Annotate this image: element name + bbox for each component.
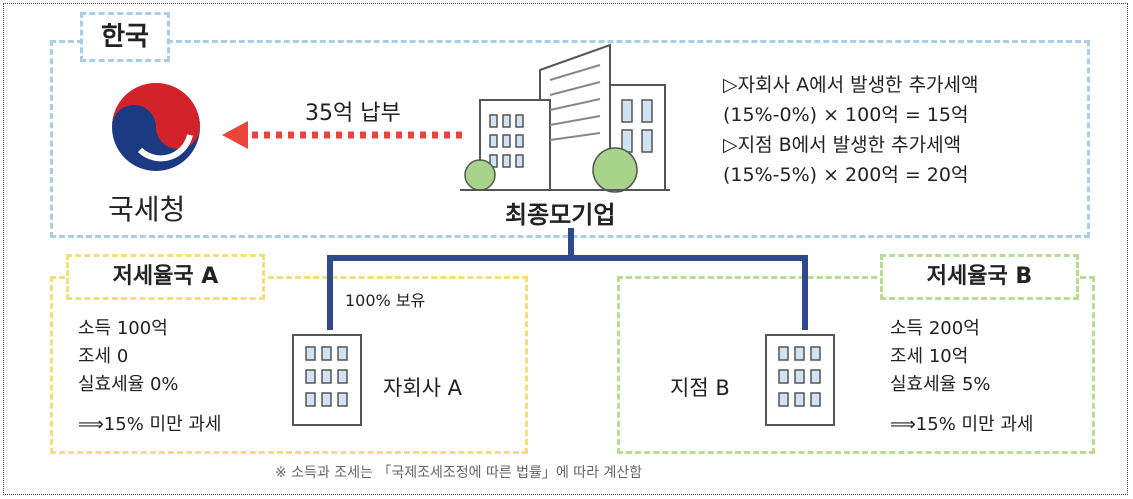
outer-frame xyxy=(3,3,1128,495)
payment-arrow xyxy=(222,121,462,149)
zone-a-stats: 소득 100억 조세 0 실효세율 0% xyxy=(78,315,179,399)
parent-company-label: 최종모기업 xyxy=(505,201,616,229)
ownership-label: 100% 보유 xyxy=(345,291,426,310)
zone-b-tax: 조세 10억 xyxy=(890,346,969,367)
zone-b xyxy=(617,276,1095,454)
zone-b-effective-rate: 실효세율 5% xyxy=(890,374,991,395)
footnote: ※ 소득과 조세는 「국제조세조정에 따른 법률」에 따라 계산함 xyxy=(275,465,643,481)
ownership-connector xyxy=(327,228,808,330)
subsidiary-a-label: 자회사 A xyxy=(383,376,463,400)
branch-building-icon xyxy=(765,334,835,426)
zone-b-income: 소득 200억 xyxy=(890,318,980,339)
korea-label: 한국 xyxy=(80,12,170,62)
calc-line-1: ▷자회사 A에서 발생한 추가세액 xyxy=(723,74,979,96)
zone-b-result: ⟹15% 미만 과세 xyxy=(890,414,1034,435)
zone-a xyxy=(50,276,528,454)
zone-a-income: 소득 100억 xyxy=(78,318,168,339)
nts-label: 국세청 xyxy=(108,193,186,226)
calc-line-4: (15%-5%) × 200억 = 20억 xyxy=(723,164,969,186)
zone-a-result: ⟹15% 미만 과세 xyxy=(78,414,222,435)
headquarters-building-icon xyxy=(460,43,670,193)
branch-b-label: 지점 B xyxy=(670,376,730,400)
zone-b-stats: 소득 200억 조세 10억 실효세율 5% xyxy=(890,315,991,399)
calculation-block: ▷자회사 A에서 발생한 추가세액 (15%-0%) × 100억 = 15억 … xyxy=(723,70,979,190)
calc-line-3: ▷지점 B에서 발생한 추가세액 xyxy=(723,134,962,156)
zone-a-tax: 조세 0 xyxy=(78,346,129,367)
payment-label: 35억 납부 xyxy=(305,101,401,126)
zone-a-effective-rate: 실효세율 0% xyxy=(78,374,179,395)
zone-b-title: 저세율국 B xyxy=(880,254,1079,300)
calc-line-2: (15%-0%) × 100억 = 15억 xyxy=(723,104,969,126)
subsidiary-building-icon xyxy=(292,334,362,426)
nts-emblem-icon xyxy=(112,83,200,171)
zone-a-title: 저세율국 A xyxy=(66,254,265,300)
